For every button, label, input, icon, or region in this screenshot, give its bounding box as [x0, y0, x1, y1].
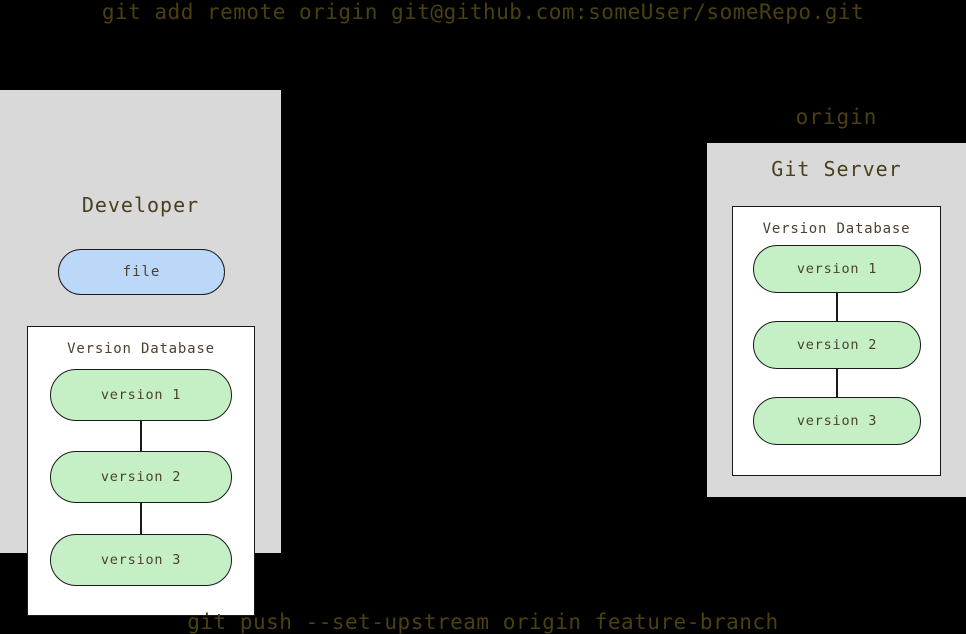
command-caption-top: git add remote origin git@github.com:som… — [101, 0, 865, 24]
developer-version-database: Version Database version 1 version 2 ver… — [27, 326, 255, 616]
server-connector-2-3 — [836, 365, 838, 401]
developer-version-node-3[interactable]: version 3 — [50, 534, 232, 586]
developer-panel: Developer file Version Database version … — [0, 90, 281, 616]
origin-remote-label: origin — [795, 105, 878, 129]
git-server-panel: Git Server Version Database version 1 ve… — [707, 143, 966, 497]
server-version-node-3[interactable]: version 3 — [753, 397, 921, 445]
developer-connector-2-3 — [140, 499, 142, 538]
developer-connector-1-2 — [140, 417, 142, 455]
server-version-database: Version Database version 1 version 2 ver… — [732, 206, 941, 476]
file-node[interactable]: file — [58, 249, 225, 295]
developer-panel-title: Developer — [81, 193, 200, 217]
command-caption-bottom: git push --set-upstream origin feature-b… — [187, 610, 779, 634]
server-version-database-title: Version Database — [762, 221, 911, 237]
server-connector-1-2 — [836, 289, 838, 325]
git-server-panel-title: Git Server — [771, 157, 902, 181]
developer-version-database-title: Version Database — [67, 341, 215, 357]
server-version-node-2[interactable]: version 2 — [753, 321, 921, 369]
developer-version-node-2[interactable]: version 2 — [50, 451, 232, 503]
developer-version-node-1[interactable]: version 1 — [50, 369, 232, 421]
server-version-node-1[interactable]: version 1 — [753, 245, 921, 293]
